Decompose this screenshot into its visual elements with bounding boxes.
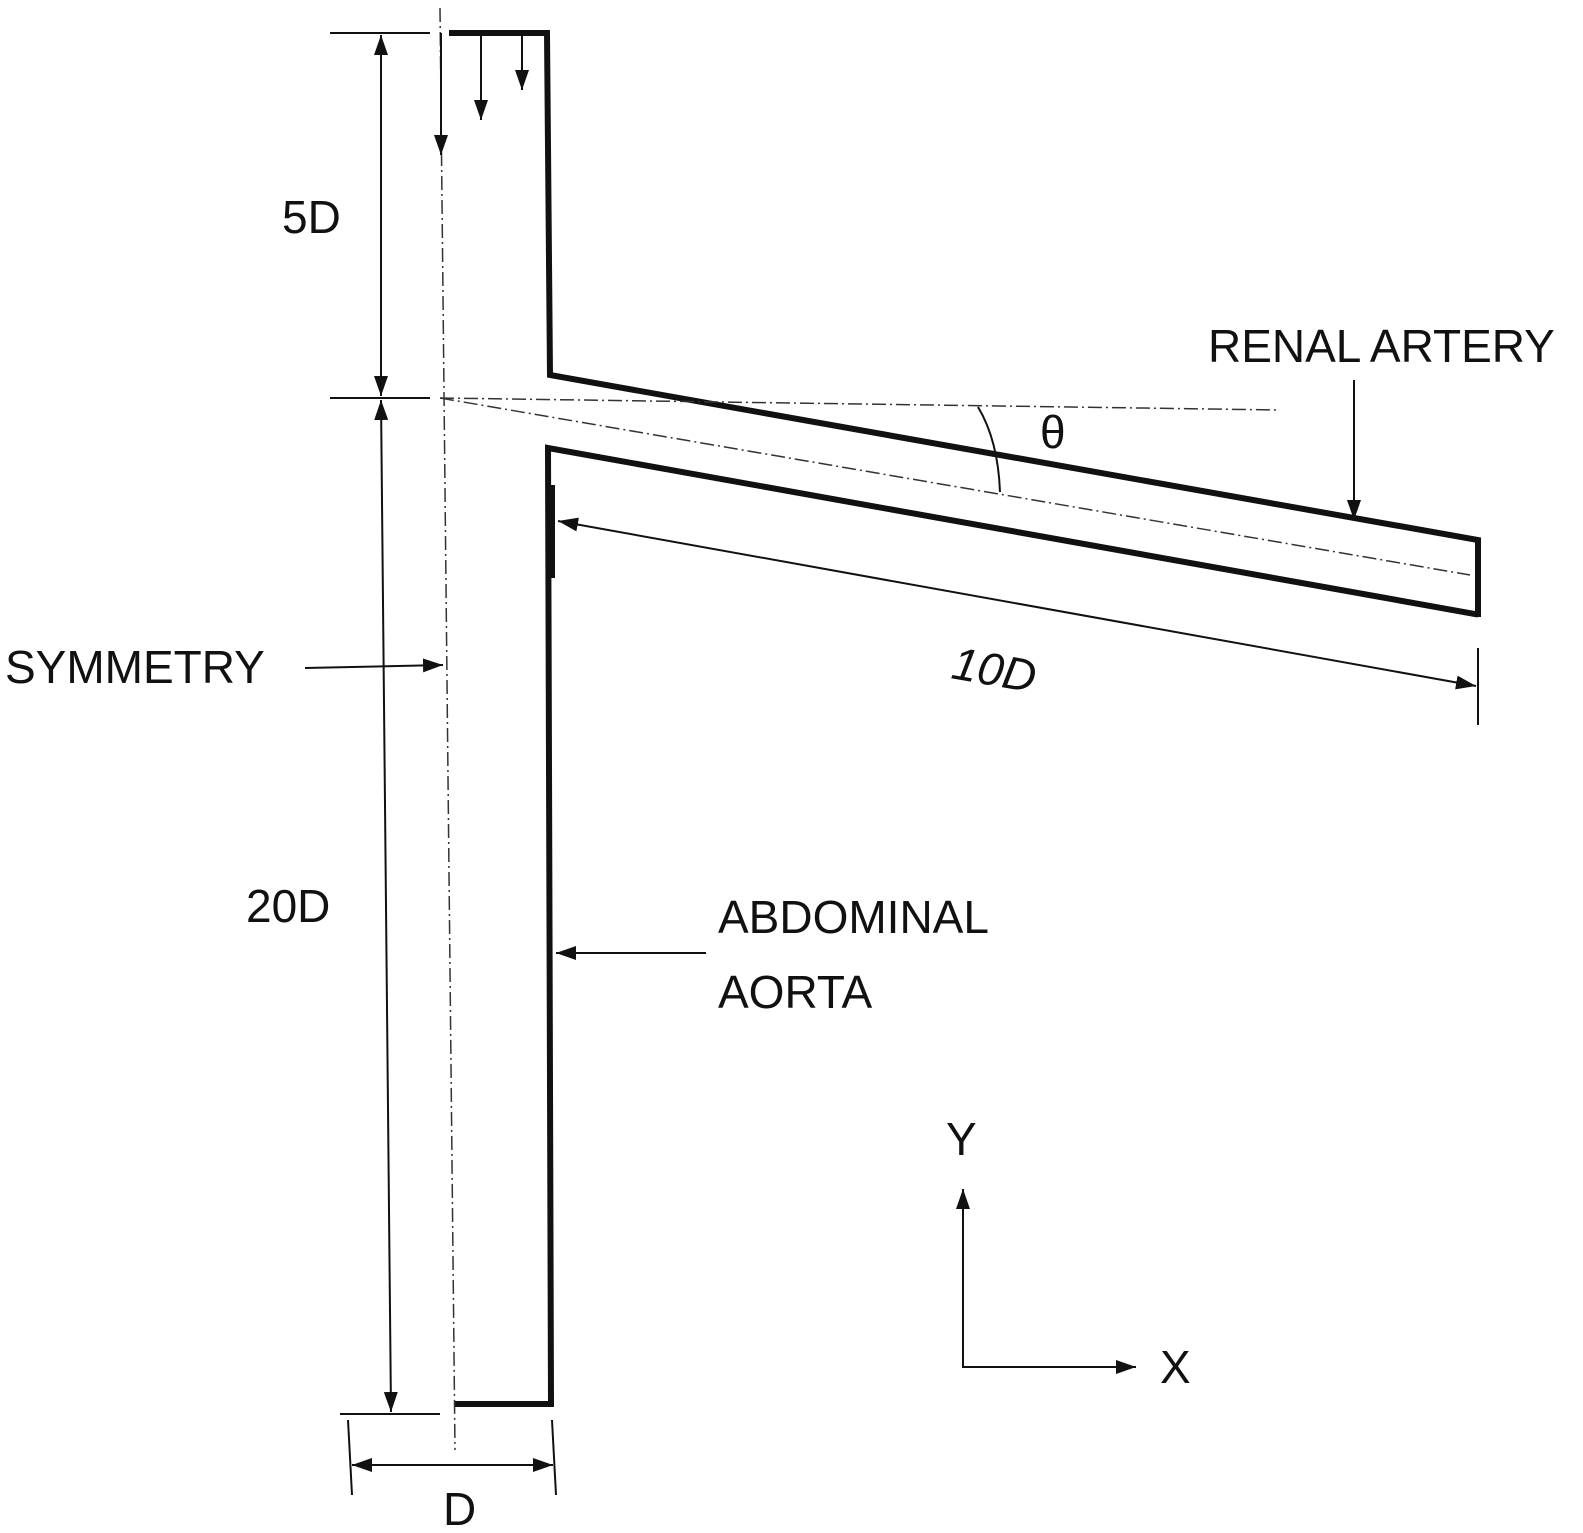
label-axis-x: X [1160, 1341, 1191, 1393]
dimension-d: D [347, 1419, 557, 1533]
aorta-upper-wall [449, 30, 1481, 617]
dimension-5d: 5D [282, 32, 430, 399]
branch-centerline [439, 397, 1471, 576]
label-d: D [443, 1483, 476, 1533]
dimension-20d: 20D [246, 399, 440, 1415]
symmetry-callout: SYMMETRY [5, 641, 444, 693]
coordinate-axes: Y X [946, 1113, 1191, 1393]
label-abdominal: ABDOMINAL [718, 891, 989, 943]
dimension-arrow-20d [374, 399, 398, 1413]
horizontal-reference-line [439, 397, 1281, 411]
label-10d: 10D [948, 637, 1040, 703]
abdominal-aorta-callout: ABDOMINAL AORTA [556, 891, 989, 1018]
label-theta: θ [1040, 406, 1066, 458]
dimension-10d: 10D [557, 517, 1479, 725]
extension-line-d-right [551, 1419, 557, 1496]
vessel-walls [449, 30, 1481, 1407]
extension-line-d-left [347, 1419, 353, 1496]
label-aorta: AORTA [718, 966, 873, 1018]
renal-artery-callout: RENAL ARTERY [1208, 320, 1555, 520]
angle-theta: θ [977, 406, 1066, 493]
label-axis-y: Y [946, 1113, 977, 1165]
axes-lines [962, 1190, 1135, 1368]
label-renal-artery: RENAL ARTERY [1208, 320, 1555, 372]
dimension-arrow-10d [557, 517, 1477, 690]
centerlines [439, 7, 1471, 1451]
angle-arc [977, 406, 1001, 493]
symmetry-leader [304, 658, 444, 673]
label-5d: 5D [282, 191, 341, 243]
symmetry-line [439, 7, 456, 1451]
label-20d: 20D [246, 880, 330, 932]
label-symmetry: SYMMETRY [5, 641, 265, 693]
inlet-velocity-arrows [434, 33, 529, 155]
